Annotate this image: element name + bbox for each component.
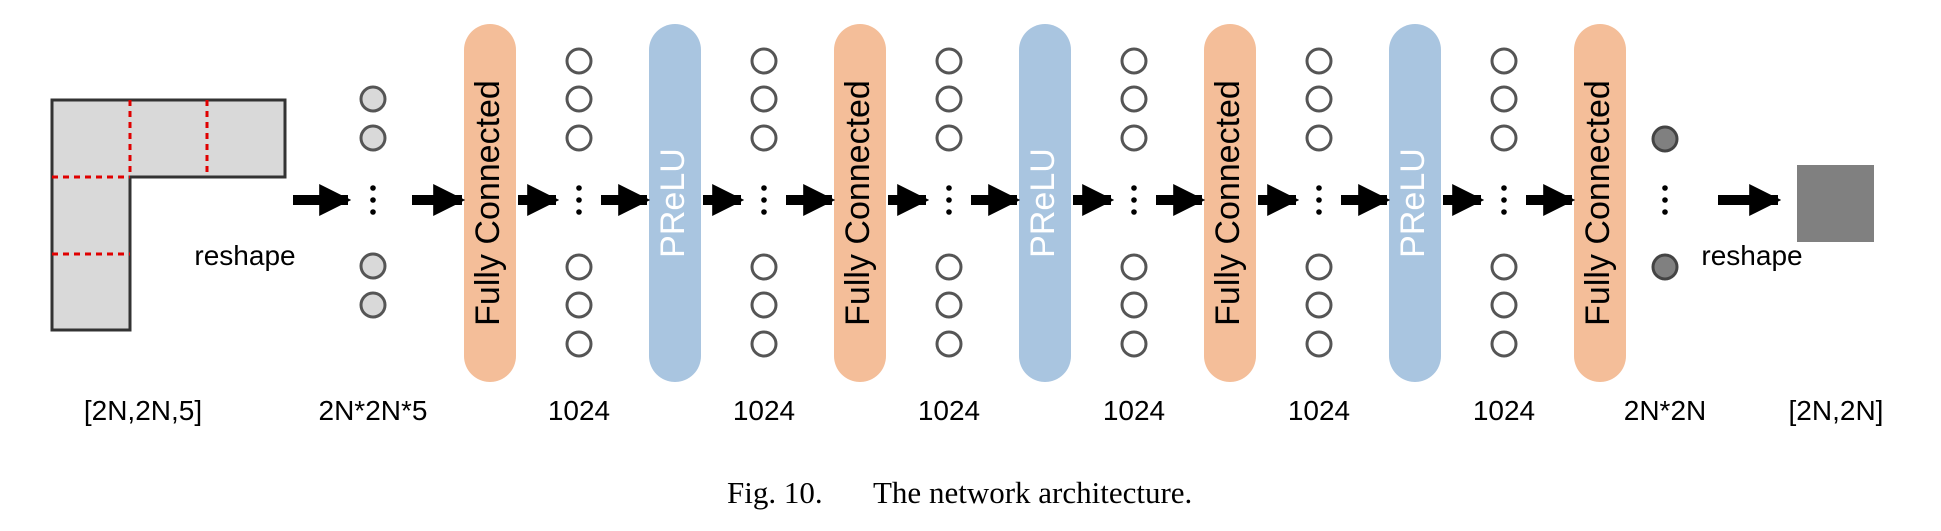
fully-connected-block: Fully Connected — [1574, 24, 1626, 382]
output-vector-label: 2N*2N — [1624, 395, 1706, 426]
prelu-label: PReLU — [654, 148, 692, 258]
fully-connected-label: Fully Connected — [1579, 80, 1617, 326]
prelu-label: PReLU — [1024, 148, 1062, 258]
prelu-block: PReLU — [1389, 24, 1441, 382]
figure-caption-text: The network architecture. — [873, 475, 1192, 510]
reshape-in-label: reshape — [194, 240, 295, 271]
output-shape-label: [2N,2N] — [1789, 395, 1884, 426]
hidden-layer-vector — [1490, 47, 1518, 358]
fully-connected-label: Fully Connected — [1209, 80, 1247, 326]
ellipsis-dots — [1662, 185, 1668, 215]
hidden-layer-vector — [750, 47, 778, 358]
reshape-out-label: reshape — [1701, 240, 1802, 271]
hidden-layer-size-label: 1024 — [1473, 395, 1535, 426]
hidden-layer-size-label: 1024 — [1103, 395, 1165, 426]
fully-connected-block: Fully Connected — [1204, 24, 1256, 382]
prelu-block: PReLU — [649, 24, 701, 382]
input-tensor — [50, 98, 287, 332]
prelu-label: PReLU — [1394, 148, 1432, 258]
fully-connected-block: Fully Connected — [834, 24, 886, 382]
hidden-layer-size-label: 1024 — [1288, 395, 1350, 426]
input-vector-label: 2N*2N*5 — [319, 395, 428, 426]
fully-connected-label: Fully Connected — [839, 80, 877, 326]
input-grid-dividers — [52, 100, 209, 256]
output-vector — [1651, 125, 1679, 281]
input-shape-label: [2N,2N,5] — [84, 395, 202, 426]
prelu-block: PReLU — [1019, 24, 1071, 382]
ellipsis-dots — [370, 185, 376, 215]
fully-connected-label: Fully Connected — [469, 80, 507, 326]
output-tensor — [1797, 165, 1874, 242]
hidden-layer-size-label: 1024 — [733, 395, 795, 426]
figure-caption-number: Fig. 10. — [727, 475, 823, 510]
hidden-layer-vector — [935, 47, 963, 358]
hidden-layer-vector — [1120, 47, 1148, 358]
input-vector — [359, 85, 387, 319]
hidden-layer-size-label: 1024 — [918, 395, 980, 426]
fully-connected-block: Fully Connected — [464, 24, 516, 382]
hidden-layer-vector — [1305, 47, 1333, 358]
hidden-layer-size-label: 1024 — [548, 395, 610, 426]
hidden-layer-vector — [565, 47, 593, 358]
